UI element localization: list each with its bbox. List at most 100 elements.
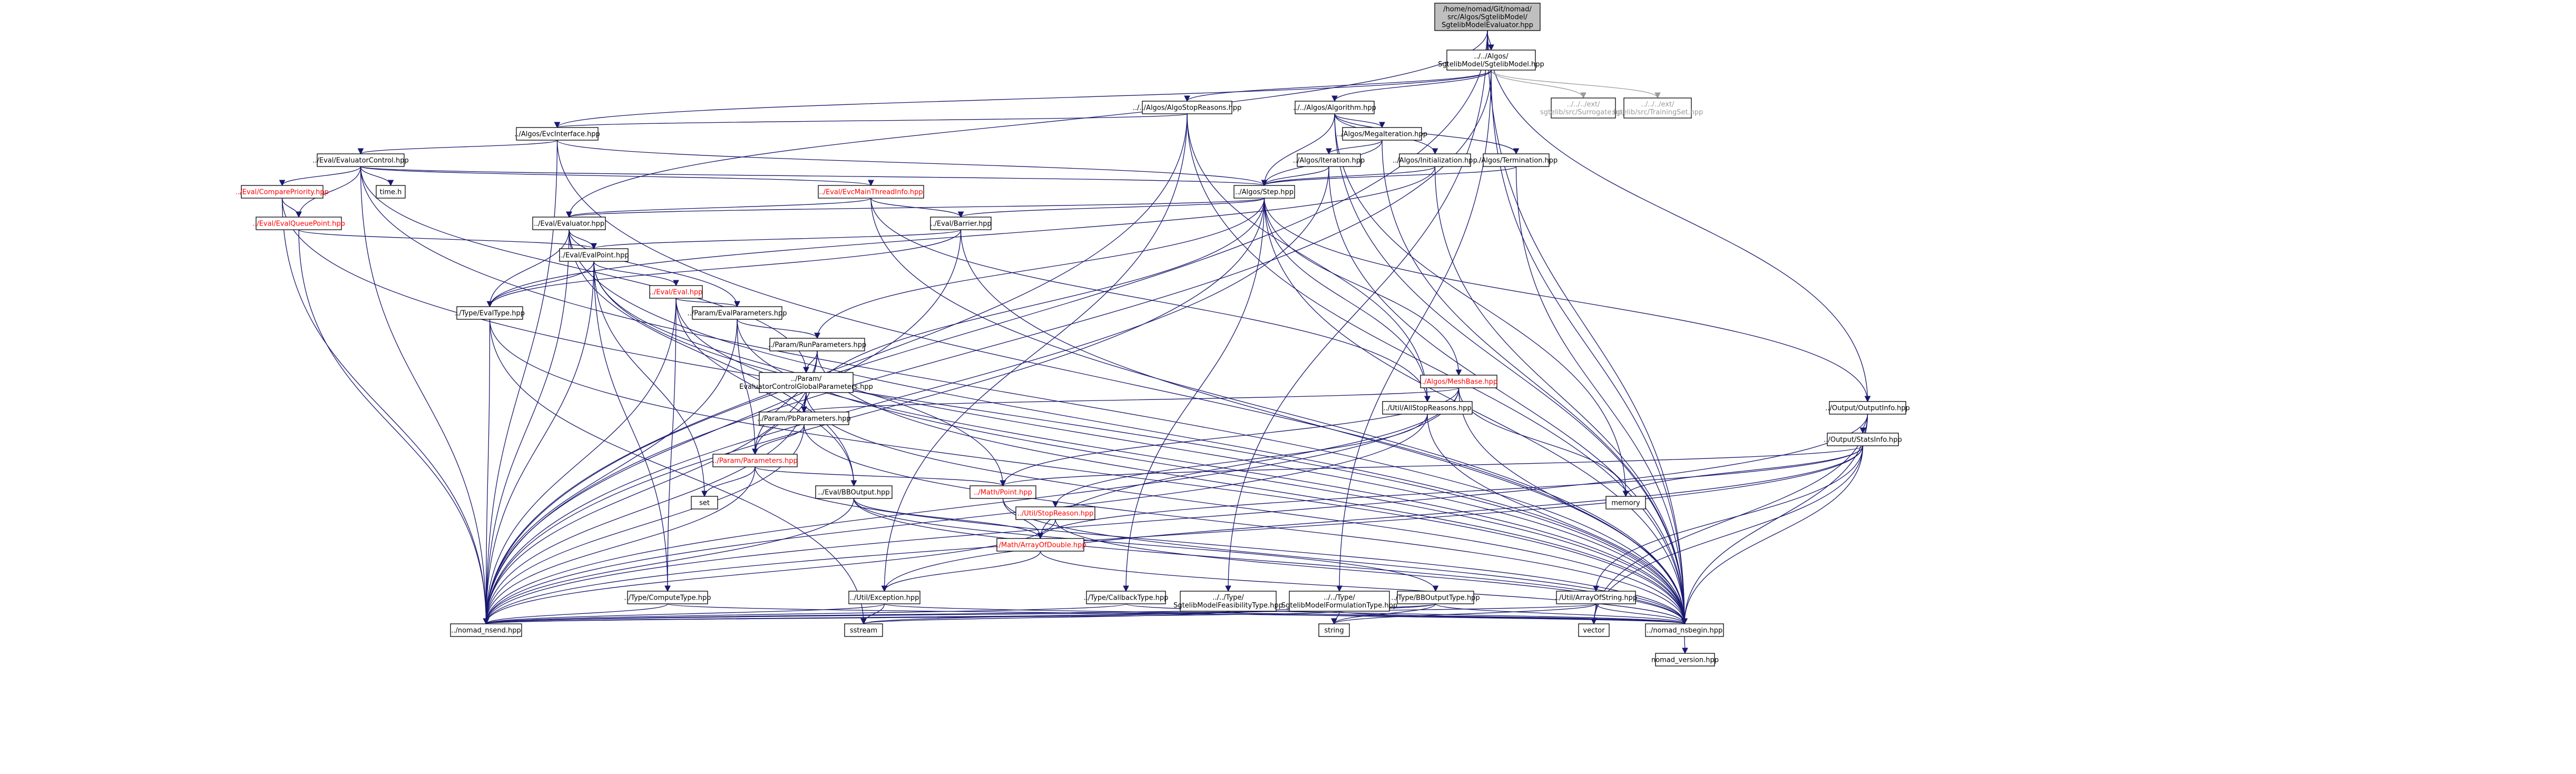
edge-allstopreasons-to-nomadnsbegin [1427,414,1688,625]
edge-evaluatorcontrol-to-nomadnsbegin [360,166,1688,625]
edge-parameters-to-set [701,466,756,497]
node-eval[interactable]: ../Eval/Eval.hpp [649,285,703,299]
node-step[interactable]: ../Algos/Step.hpp [1233,185,1295,199]
node-vector[interactable]: vector [1578,623,1610,637]
edge-statsinfo-to-memory [1622,445,1864,497]
node-box [1399,153,1471,167]
edge-eval-to-nomadnsend [483,298,677,625]
node-evaluator[interactable]: ../Eval/Evaluator.hpp [532,217,606,230]
node-evalcontrolglobal[interactable]: ../Param/EvaluatorControlGlobalParameter… [739,372,873,393]
edge-eval-to-nomadnsbegin [675,298,1688,625]
node-memory[interactable]: memory [1605,496,1646,510]
node-nomadnsbegin[interactable]: ../nomad_nsbegin.hpp [1645,623,1724,637]
node-label: ../Type/CallbackType.hpp [1084,594,1169,602]
node-label: ../Output/OutputInfo.hpp [1825,405,1910,413]
node-outputinfo[interactable]: ../Output/OutputInfo.hpp [1825,401,1910,415]
node-exception[interactable]: ../Util/Exception.hpp [848,591,920,604]
node-runparams[interactable]: ../Param/RunParameters.hpp [768,338,866,351]
edge-bboutputtype-to-sstream [860,603,1436,625]
node-label: ../Param/Parameters.hpp [712,457,798,465]
edge-evaluator-to-evaltype [486,229,570,308]
node-parameters[interactable]: ../Param/Parameters.hpp [712,454,798,467]
node-initialization[interactable]: ../Algos/Initialization.hpp [1393,153,1477,167]
node-set[interactable]: set [691,496,718,510]
node-label: vector [1583,627,1605,635]
edge-evalpoint-to-nomadnsend [483,261,594,625]
edge-evalpoint-to-eval [593,261,679,287]
node-formulationtype[interactable]: ../../Type/SgtelibModelFormulationType.h… [1281,591,1397,612]
node-box [691,496,718,510]
node-bboutputtype[interactable]: ../Type/BBOutputType.hpp [1391,591,1480,604]
node-string[interactable]: string [1318,623,1350,637]
edge-root-to-feasibilitytype [1225,30,1488,592]
node-feasibilitytype[interactable]: ../../Type/SgtelibModelFeasibilityType.h… [1173,591,1283,612]
node-label: ../Algos/MeshBase.hpp [1420,378,1497,386]
node-statsinfo[interactable]: ../Output/StatsInfo.hpp [1824,433,1902,446]
edge-formulationtype-to-nomadnsend [484,611,1340,625]
edge-evalpoint-to-computetype [593,261,671,592]
edge-allstopreasons-to-nomadnsend [483,414,1428,625]
node-evcmainthread[interactable]: ../Eval/EvcMainThreadInfo.hpp [818,185,924,199]
node-pbparams[interactable]: ../Param/PbParameters.hpp [757,412,851,425]
node-label: ../Eval/EvalQueuePoint.hpp [252,220,345,228]
node-arrayofdouble[interactable]: ../Math/ArrayOfDouble.hpp [994,538,1086,552]
node-nomadversion[interactable]: nomad_version.hpp [1651,653,1719,667]
node-box [241,185,324,199]
edge-sgtelibmodel-to-formulationtype [1336,70,1492,592]
node-bboutput[interactable]: ../Eval/BBOutput.hpp [815,485,893,499]
edge-evaluator-to-bboutput [569,229,857,487]
edge-arrayofstring-to-string [1331,603,1596,625]
node-trainingset[interactable]: ../../../ext/sgtelib/src/TrainingSet.hpp [1612,97,1703,119]
node-evaltype[interactable]: ../Type/EvalType.hpp [455,306,525,320]
node-stopreason[interactable]: ../Util/StopReason.hpp [1015,506,1095,520]
node-arrayofstring[interactable]: ../Util/ArrayOfString.hpp [1555,591,1637,604]
edge-algorithm-to-step [1261,113,1335,187]
edge-bboutput-to-nomadnsend [483,498,855,625]
node-termination[interactable]: ../Algos/Termination.hpp [1475,153,1558,167]
node-callbacktype[interactable]: ../Type/CallbackType.hpp [1084,591,1169,604]
node-label: ../Param/RunParameters.hpp [768,341,866,349]
node-nomadnsend[interactable]: ../nomad_nsend.hpp [450,623,522,637]
node-computetype[interactable]: ../Type/ComputeType.hpp [624,591,711,604]
edge-barrier-to-nomadnsend [483,229,962,625]
node-allstopreasons[interactable]: ../Util/AllStopReasons.hpp [1382,401,1473,415]
edge-evcmainthread-to-nomadnsbegin [870,198,1688,625]
edge-algostopreasons-to-evcinterface [554,113,1188,129]
node-root[interactable]: /home/nomad/Git/nomad/src/Algos/SgtelibM… [1434,3,1541,31]
node-label: ../../Type/ [1212,594,1244,602]
edge-compareprio-to-evalqueuepoint [281,198,302,218]
edge-algorithm-to-nomadnsbegin [1334,113,1688,625]
node-sgtelibmodel[interactable]: ../../Algos/SgtelibModel/SgtelibModel.hp… [1438,50,1544,71]
edge-runparams-to-nomadnsbegin [817,350,1688,625]
node-surrogate[interactable]: ../../../ext/sgtelib/src/Surrogate.hpp [1540,97,1627,119]
edge-outputinfo-to-nomadnsend [483,414,1868,625]
node-timeh[interactable]: time.h [376,185,406,199]
node-evcinterface[interactable]: ../Algos/EvcInterface.hpp [514,127,600,141]
node-label: ../Type/ComputeType.hpp [624,594,711,602]
node-box [769,338,865,351]
node-label: ../Param/EvalParameters.hpp [688,310,787,318]
node-evalqueuepoint[interactable]: ../Eval/EvalQueuePoint.hpp [252,217,345,230]
node-evalpoint[interactable]: ../Eval/EvalPoint.hpp [559,248,629,262]
node-algorithm[interactable]: ../../Algos/Algorithm.hpp [1293,101,1376,114]
node-evaluatorcontrol[interactable]: ../Eval/EvaluatorControl.hpp [312,153,409,167]
node-label: ../Math/ArrayOfDouble.hpp [994,542,1086,550]
node-compareprio[interactable]: ../Eval/ComparePriority.hpp [236,185,329,199]
edge-nomadnsbegin-to-nomadversion [1682,636,1688,654]
node-barrier[interactable]: ../Eval/Barrier.hpp [930,217,992,230]
edge-sgtelibmodel-to-surrogate [1491,70,1586,99]
node-iteration[interactable]: ../Algos/Iteration.hpp [1293,153,1365,167]
node-box [1295,101,1375,114]
node-algostopreasons[interactable]: ../../Algos/AlgoStopReasons.hpp [1133,101,1241,114]
node-box [627,591,708,604]
node-sstream[interactable]: sstream [844,623,883,637]
node-point[interactable]: ../Math/Point.hpp [969,485,1036,499]
node-megaiteration[interactable]: ../Algos/MegaIteration.hpp [1337,127,1427,141]
node-label: ../Output/StatsInfo.hpp [1824,436,1902,444]
edge-termination-to-nomadnsbegin [1515,166,1688,625]
node-box [1289,591,1390,612]
edge-outputinfo-to-vector [1591,414,1868,625]
edge-formulationtype-to-nomadnsbegin [1339,611,1688,625]
node-evalparams[interactable]: ../Param/EvalParameters.hpp [688,306,787,320]
node-meshbase[interactable]: ../Algos/MeshBase.hpp [1420,375,1497,388]
